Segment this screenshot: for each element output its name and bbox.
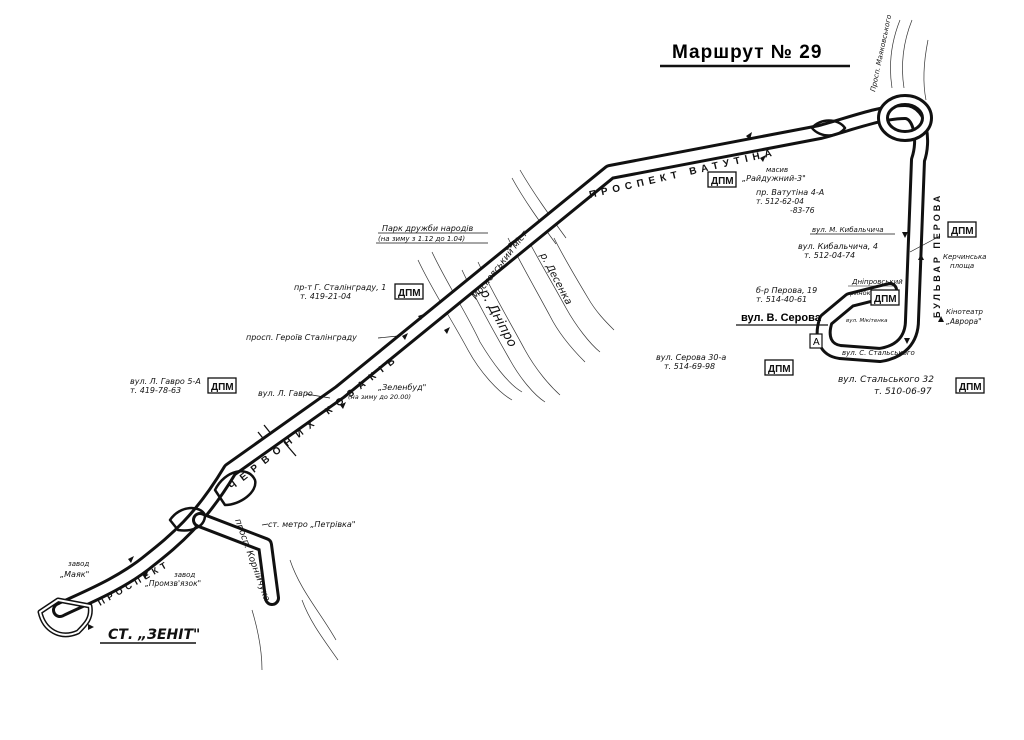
depot-kibalchycha-box [947,221,977,238]
depot-stalingrad-label: ДПМ [398,288,421,299]
depot-vatutina-box [707,171,737,188]
terminal-a-label: А [813,337,820,348]
depot-perova-box [870,289,900,306]
depot-perova-addr1: б-р Перова, 19 [756,286,817,295]
depot-stalingrad-addr1: пр-т Г. Сталінграду, 1 [294,283,386,292]
depot-stalskoho-addr1: вул. Стальського 32 [838,375,934,385]
stop-zenit: СТ. „ЗЕНІТ" [108,627,200,643]
depot-perova-addr2: т. 514-40-61 [756,295,807,304]
depot-stalskoho-box [955,377,985,394]
stop-park-note: (на зиму з 1.12 до 1.04) [378,235,465,243]
stop-petrivka: ст. метро „Петрівка" [268,520,355,529]
depot-vatutina-addr1: пр. Ватутіна 4-А [756,188,824,197]
terminal-a-marker [809,333,823,349]
stop-havro: вул. Л. Гавро [258,389,313,398]
depots: пр-т Г. Сталінграду, 1 т. 419-21-04 ДПМ … [130,171,985,397]
stop-heroiv: просп. Героїв Сталінграду [246,333,357,342]
depot-stalingrad-addr2: т. 419-21-04 [300,292,351,301]
depot-serova-box [764,359,794,376]
river-desenka-label: р. Десенка [537,250,574,306]
depot-havro-label: ДПМ [211,382,234,393]
direction-arrows [88,132,944,630]
depot-serova-label: ДПМ [768,364,791,375]
map-title: Маршрут № 29 [672,42,822,63]
stop-masyv-1: масив [766,166,788,174]
stop-zelenbud-note: (на зиму до 20.00) [348,393,411,401]
stop-promzv-1: завод [174,571,195,579]
depot-kibalchycha-label: ДПМ [951,226,974,237]
stop-dniprov-1: Дніпровський [851,278,903,286]
stop-labels: Парк дружби народів (на зиму з 1.12 до 1… [60,166,986,644]
depot-kibalchycha-addr2: т. 512-04-74 [804,251,855,260]
street-mayakovskoho: Просп. Маяковського [869,14,893,92]
stop-kibalchycha: вул. М. Кибальчича [812,226,884,234]
depot-havro-addr2: т. 419-78-63 [130,386,181,395]
stop-kinoteatr-2: „Аврора" [946,317,982,326]
depot-serova-addr2: т. 514-69-98 [664,362,715,371]
river-lines [251,19,929,671]
depot-vatutina-label: ДПМ [711,176,734,187]
stop-park: Парк дружби народів [382,224,473,233]
stop-zelenbud: „Зеленбуд" [378,383,426,392]
stop-serova: вул. В. Серова [741,312,822,324]
depot-stalingrad-box [394,283,424,300]
stop-kerch-2: площа [950,262,974,270]
street-perova: БУЛЬВАР ПЕРОВА [932,193,942,318]
depot-vatutina-addr2: т. 512-62-04 [756,197,804,206]
depot-stalskoho-addr2: т. 510-06-97 [874,387,932,397]
depot-kibalchycha-addr1: вул. Кибальчича, 4 [798,242,878,251]
depot-stalskoho-label: ДПМ [959,382,982,393]
stop-kerch-1: Керчинська [943,253,986,261]
depot-serova-addr1: вул. Серова 30-а [656,353,726,362]
stop-mayak-2: „Маяк" [60,570,89,579]
street-kozakiv: ЧЕРВОНИХ КОЗАКІВ [227,352,403,493]
stop-dniprov-2: ринок [849,289,871,297]
depot-havro-box [207,377,237,394]
street-labels: ПРОСПЕКТ ВАТУТІНА БУЛЬВАР ПЕРОВА ЧЕРВОНИ… [96,14,942,608]
depot-havro-addr1: вул. Л. Гавро 5-А [130,377,201,386]
river-dnipro-label: р. Дніпро [476,286,520,350]
stop-masyv-2: „Райдужний-3" [742,174,806,183]
stop-stalskoho: вул. С. Стальського [842,349,915,357]
stop-mayak-1: завод [68,560,89,568]
depot-perova-label: ДПМ [874,294,897,305]
stop-kinoteatr-1: Кінотеатр [946,308,984,316]
stop-mikitenka: вул. Мікітенка [846,318,888,324]
route-line [37,94,933,638]
stop-promzv-2: „Промзв'язок" [145,579,201,588]
depot-vatutina-addr3: -83-76 [790,206,815,215]
